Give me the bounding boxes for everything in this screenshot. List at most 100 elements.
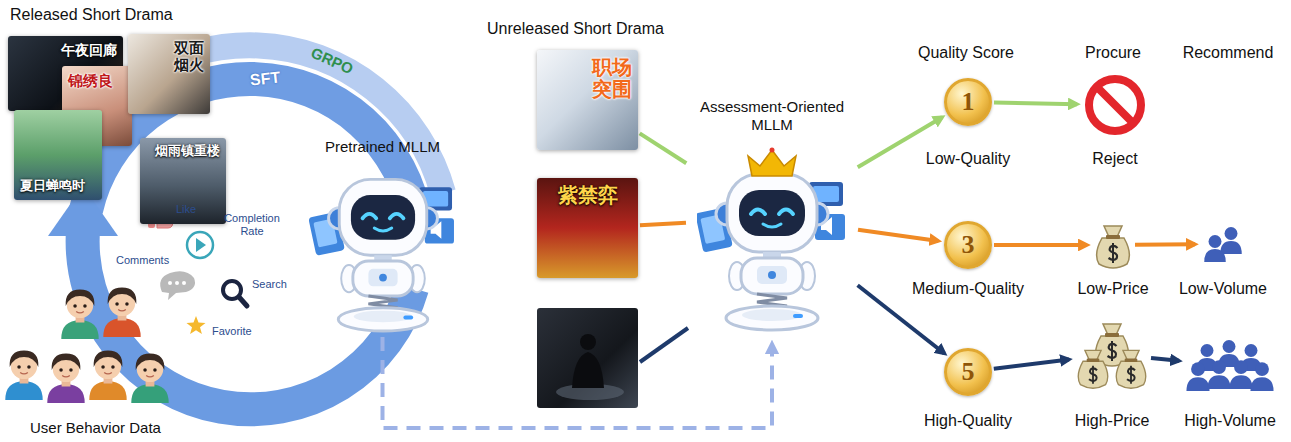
people-icon-part: [1204, 235, 1226, 262]
completion-icon-part: [187, 232, 213, 258]
text-label: Like: [176, 203, 196, 216]
icon-area: [1201, 224, 1245, 264]
connector-arrow: [640, 133, 687, 163]
quality-label: Medium-Quality: [912, 280, 1024, 298]
people-icon: [1186, 227, 1273, 391]
robot-figure-part: [748, 150, 796, 176]
connector-arrow: [994, 359, 1069, 368]
connector-arrow: [1135, 242, 1195, 247]
label-holder: Released Short Drama: [10, 6, 173, 24]
label-holder: Favorite: [212, 321, 252, 339]
icon-area: [1083, 73, 1147, 137]
text-label: User Behavior Data: [30, 419, 161, 436]
drama-poster-part: [572, 352, 604, 388]
score-number: 1: [961, 89, 974, 115]
decision-box: High-Volume: [1184, 339, 1276, 430]
icon-area: [1093, 220, 1133, 270]
drama-poster-part: [580, 334, 596, 350]
poster-title: 职场突围: [591, 56, 632, 100]
money-bag-icon-part: [1078, 350, 1108, 388]
decision-box: Low-Price: [1077, 220, 1148, 298]
text-label: Released Short Drama: [10, 6, 173, 24]
text-label: Recommend: [1183, 44, 1274, 62]
text-label: Quality Score: [918, 44, 1014, 62]
text-label: Comments: [116, 254, 169, 267]
quality-label: Low-Quality: [926, 150, 1010, 168]
text-label: Unreleased Short Drama: [487, 20, 664, 38]
connector-arrow: [1151, 358, 1179, 361]
robot-figure-part: [308, 179, 454, 331]
poster-title: 午夜回廊: [61, 42, 117, 58]
completion-icon-part: [196, 238, 206, 252]
text-label: Favorite: [212, 325, 252, 338]
money-bag-icon-part: [1097, 226, 1130, 268]
comment-icon-part: [168, 281, 172, 285]
icon-area: [1075, 318, 1149, 390]
quality-score-badge: 5High-Quality: [924, 348, 1012, 430]
decision-label: High-Volume: [1184, 412, 1276, 430]
user-avatars-part: [47, 354, 84, 404]
decision-box: High-Price: [1075, 318, 1150, 430]
gold-circle: 1: [944, 78, 992, 126]
connector-arrow: [994, 243, 1087, 247]
drama-poster-part: [537, 308, 638, 408]
gold-circle: 5: [944, 348, 992, 396]
label-holder: Quality Score: [918, 44, 1014, 62]
model-name: Pretrained MLLM: [303, 138, 463, 156]
connector-arrow: [640, 223, 686, 226]
comment-icon-part: [175, 281, 179, 285]
text-label: Search: [252, 278, 287, 291]
poster-title: 烟雨镇重楼: [155, 144, 220, 159]
reject-icon-part: [1089, 79, 1141, 131]
text-label: Procure: [1085, 44, 1141, 62]
poster-title: 锦绣良: [68, 72, 113, 89]
label-holder: Unreleased Short Drama: [487, 20, 664, 38]
label-holder: User Behavior Data: [30, 419, 161, 437]
connector-arrow: [858, 230, 938, 241]
poster-title: 夏日蝉鸣时: [20, 179, 85, 194]
user-avatars-part: [131, 354, 168, 404]
text-label: Completion Rate: [217, 212, 287, 237]
label-holder: Completion Rate: [217, 212, 287, 237]
score-number: 5: [962, 359, 975, 385]
drama-poster-box: 职场突围: [537, 50, 638, 150]
poster-title: 紫禁弈: [558, 184, 618, 207]
score-number: 3: [962, 232, 975, 258]
favorite-icon: [187, 316, 206, 334]
robot-figure: [308, 148, 845, 332]
label-holder: Comments: [116, 250, 169, 268]
label-holder: Procure: [1085, 44, 1141, 62]
money-bag-icon-part: [1116, 350, 1146, 388]
quality-label: High-Quality: [924, 412, 1012, 430]
comment-icon-part: [160, 271, 195, 300]
user-avatars-part: [89, 351, 126, 401]
user-avatars: [5, 288, 168, 404]
drama-poster-box: 双面烟火: [128, 34, 210, 114]
user-avatars-part: [103, 288, 140, 338]
gold-circle: 3: [944, 221, 992, 269]
money-bag-icon-part: [1096, 324, 1129, 366]
people-icon-part: [1220, 227, 1242, 254]
search-icon: [223, 281, 247, 306]
favorite-icon-part: [187, 316, 206, 334]
robot-figure-part: [770, 148, 775, 153]
connector-arrow: [383, 337, 773, 428]
label-holder: SFT: [250, 70, 280, 88]
people-icon-part: [1207, 360, 1230, 389]
people-icon-part: [1250, 362, 1273, 391]
search-icon-part: [239, 297, 247, 306]
label-holder: Recommend: [1183, 44, 1274, 62]
model-box: Assessment-Oriented MLLM: [688, 98, 856, 338]
model-box: Pretrained MLLM: [300, 138, 465, 335]
money-bag-icon: [1078, 226, 1146, 388]
reject-icon-part: [1097, 87, 1133, 123]
label-holder: GRPO: [310, 52, 354, 70]
drama-poster-box: 紫禁弈: [537, 178, 638, 278]
user-avatars-part: [61, 290, 98, 340]
quality-score-badge: 1Low-Quality: [926, 78, 1010, 168]
decision-box: Low-Volume: [1179, 224, 1267, 298]
connector-arrow: [994, 103, 1077, 105]
user-avatars-part: [5, 351, 42, 401]
comment-icon-part: [182, 281, 186, 285]
